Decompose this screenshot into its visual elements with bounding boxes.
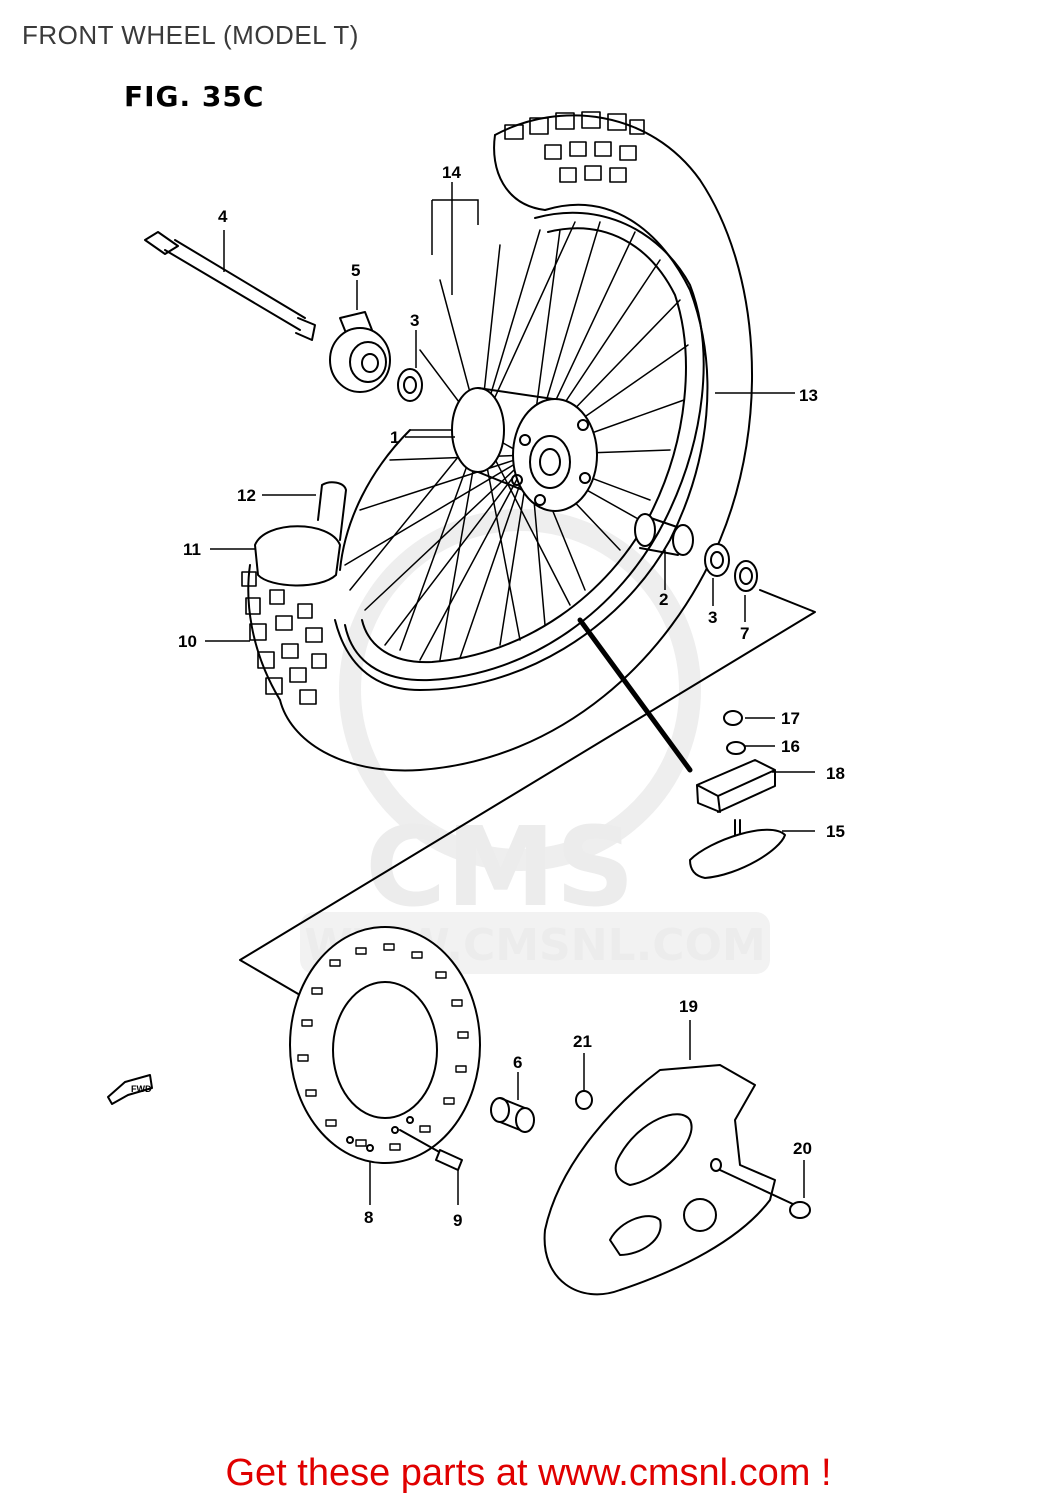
- callout-6: 6: [513, 1053, 522, 1072]
- callout-16: 16: [781, 737, 800, 756]
- callout-numbers: 4 5 3 14 1 12 11 10 13 2 3 7 17 16 18 15…: [178, 163, 845, 1230]
- callout-20: 20: [793, 1139, 812, 1158]
- collar: [490, 1097, 535, 1133]
- callout-17: 17: [781, 709, 800, 728]
- bearing-right: [704, 543, 730, 577]
- spacer: [634, 513, 694, 556]
- callout-10: 10: [178, 632, 197, 651]
- callout-4: 4: [218, 207, 228, 226]
- callout-14: 14: [442, 163, 461, 182]
- watermark: CMS WWW.CMSNL.COM: [300, 509, 770, 974]
- rim-lock: [689, 710, 786, 879]
- callout-8: 8: [364, 1208, 373, 1227]
- rim: [339, 211, 705, 682]
- callout-12: 12: [237, 486, 256, 505]
- callout-9: 9: [453, 1211, 462, 1230]
- callout-21: 21: [573, 1032, 592, 1051]
- inner-tube: [254, 481, 347, 587]
- oil-seal: [734, 560, 758, 592]
- callout-5: 5: [351, 261, 360, 280]
- footer-link[interactable]: Get these parts at www.cmsnl.com !: [225, 1452, 832, 1494]
- callout-1: 1: [390, 428, 399, 447]
- callout-11: 11: [183, 540, 201, 559]
- cover-bolt: [719, 1169, 811, 1219]
- callout-19: 19: [679, 997, 698, 1016]
- callout-3-left: 3: [410, 311, 419, 330]
- speedometer-gearbox: [329, 311, 391, 393]
- callout-7: 7: [740, 624, 749, 643]
- axle: [144, 231, 316, 341]
- bearing-left: [397, 368, 423, 402]
- watermark-brand: CMS: [365, 803, 634, 931]
- brake-disc: [289, 926, 481, 1164]
- page-title: FRONT WHEEL (MODEL T): [22, 20, 359, 50]
- tire: [241, 111, 753, 772]
- callout-3-right: 3: [708, 608, 717, 627]
- nut: [575, 1090, 593, 1110]
- wheel-hub: [451, 387, 598, 512]
- figure-label: FIG. 35C: [124, 80, 265, 113]
- fwd-label: FWD: [131, 1084, 152, 1094]
- disc-cover: [543, 1064, 776, 1296]
- callout-2: 2: [659, 590, 668, 609]
- callout-13: 13: [799, 386, 818, 405]
- fwd-arrow-icon: [107, 1074, 153, 1105]
- callout-18: 18: [826, 764, 845, 783]
- callout-15: 15: [826, 822, 845, 841]
